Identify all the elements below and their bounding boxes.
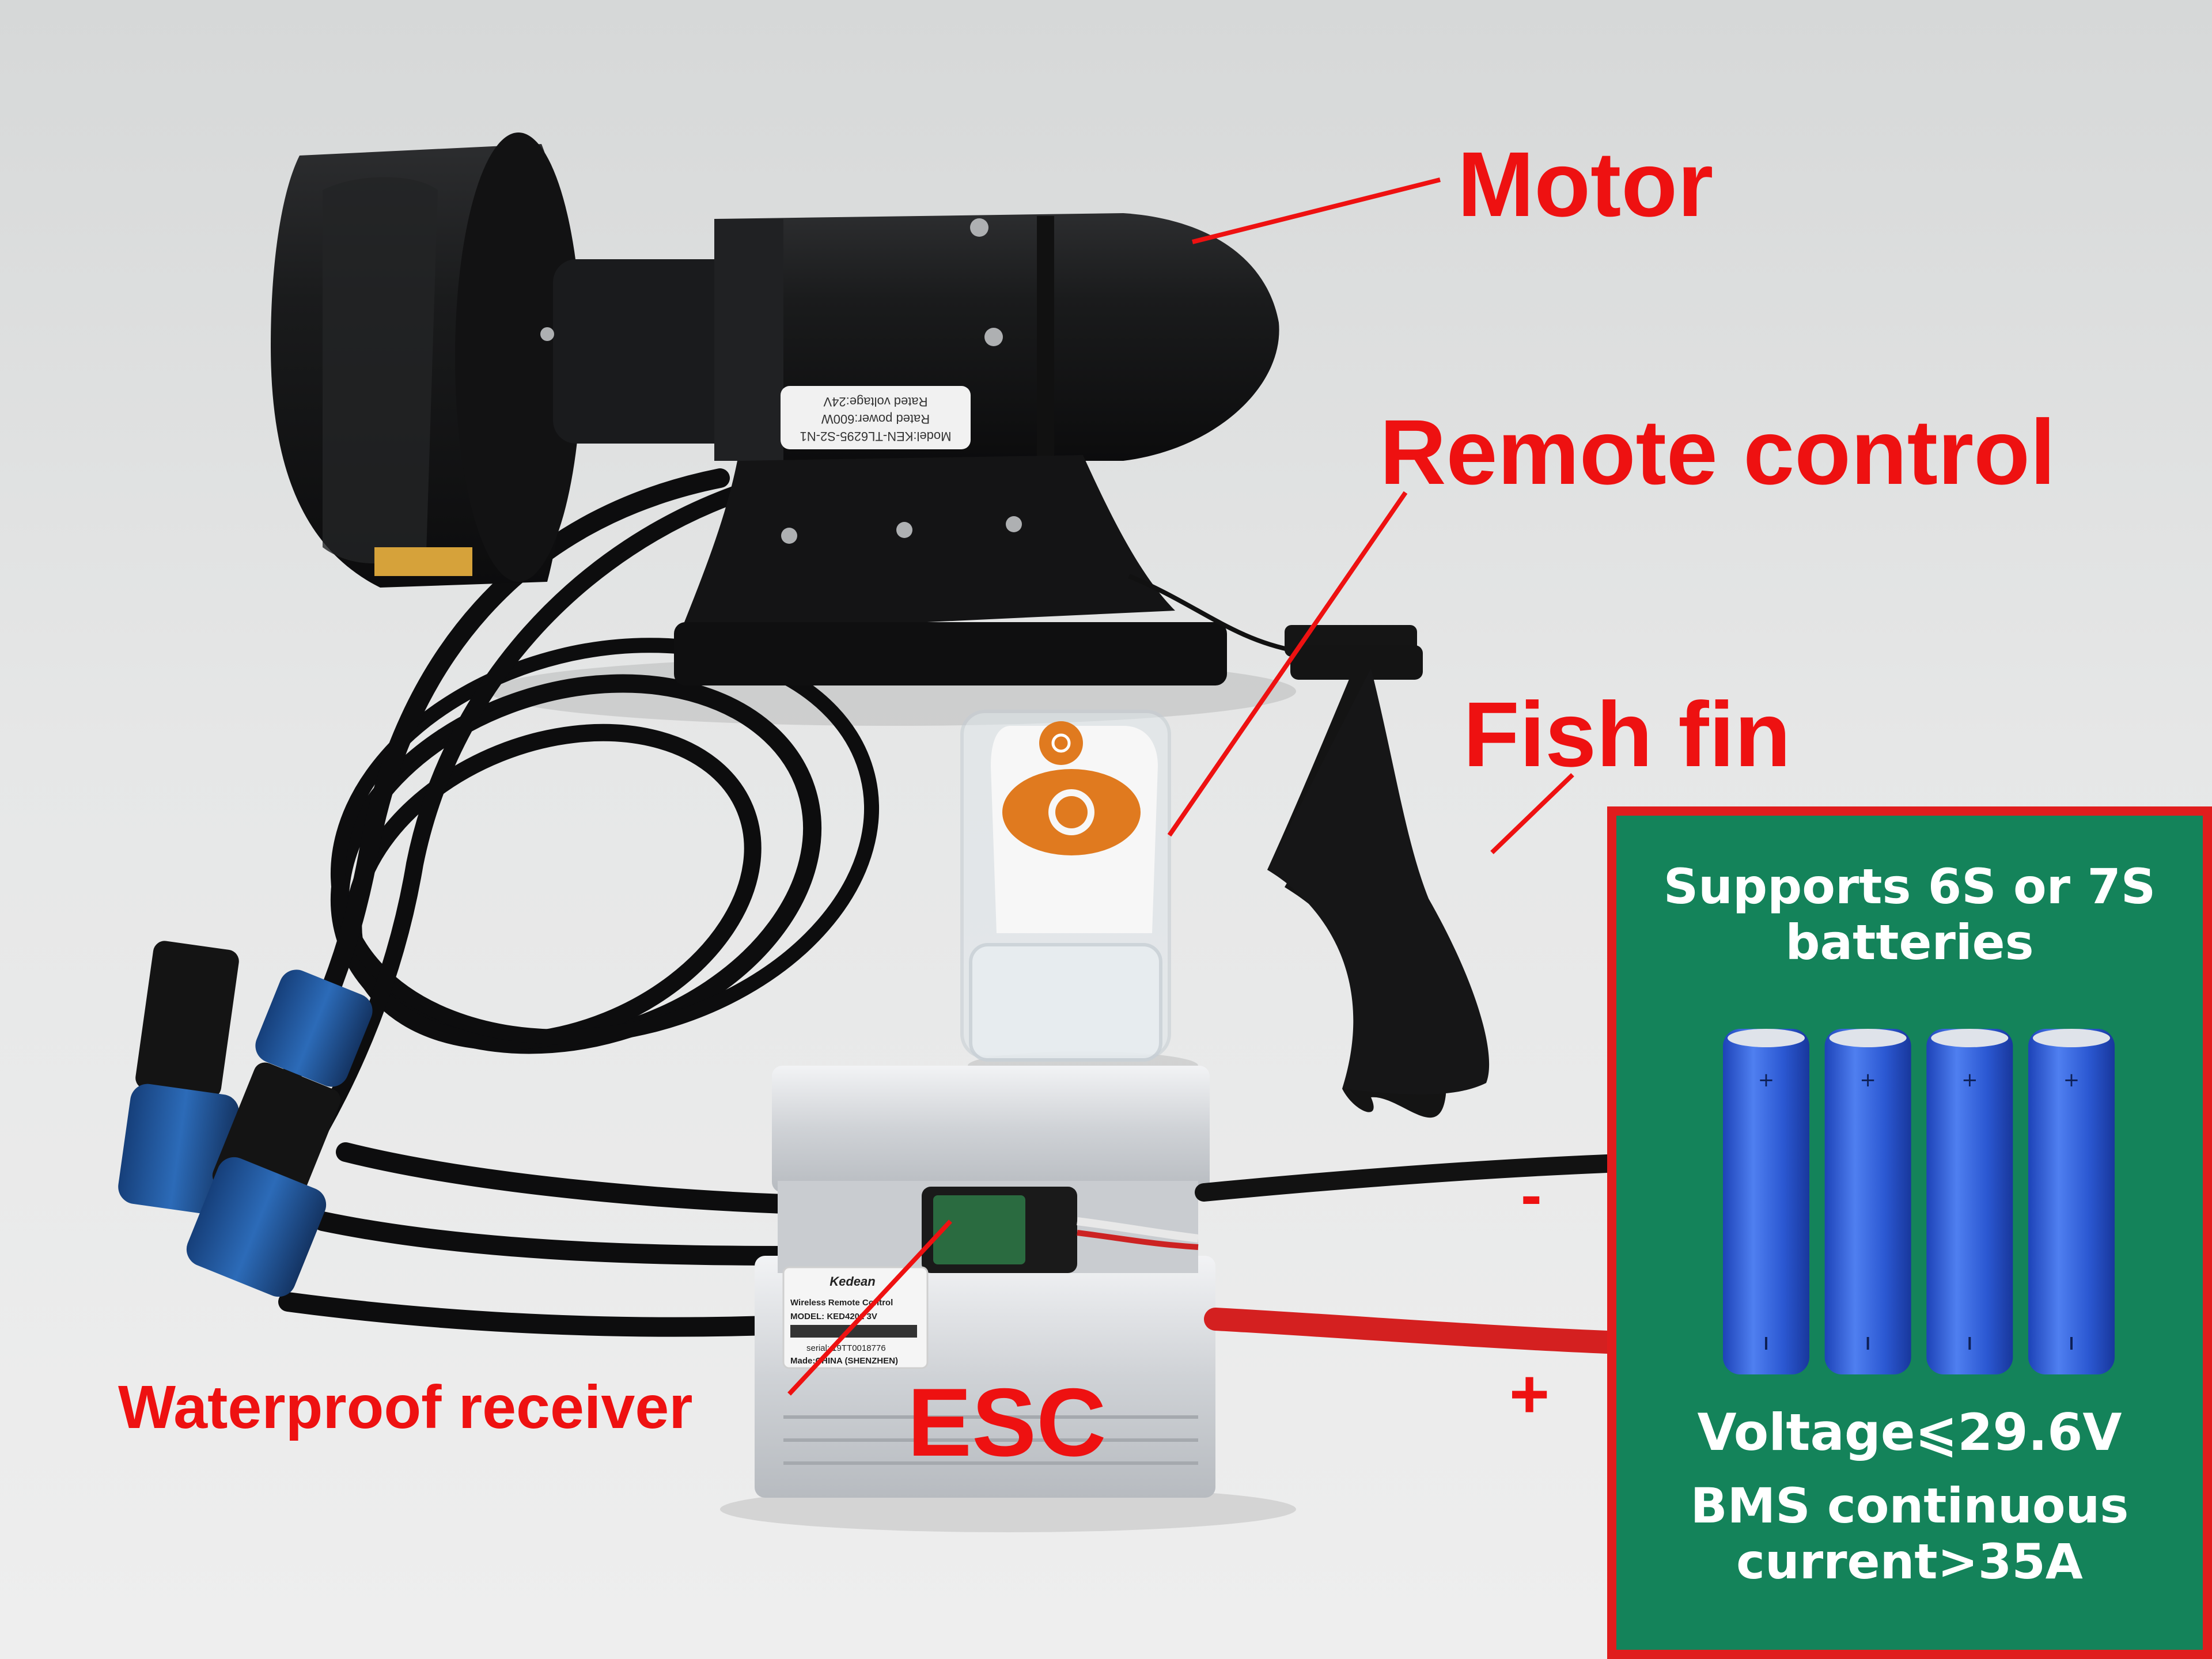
esc-sticker-brand: Kedean <box>830 1274 875 1289</box>
esc-sticker-line2: MODEL: KED4201 3V <box>790 1312 877 1321</box>
battery-leads <box>1195 1154 1619 1354</box>
waterproof-connectors <box>118 941 373 1297</box>
motor-thruster: Model:KEN-TL6295-S2-N1 Rated power:600W … <box>271 132 1417 685</box>
motor-sticker-power: Rated power:600W <box>821 412 930 426</box>
esc-controller: Kedean Wireless Remote Control MODEL: KE… <box>755 1066 1215 1498</box>
remote-control-device <box>960 710 1171 1062</box>
cell-plus-mark: + <box>1859 1069 1876 1092</box>
motor-sticker-model: Model:KEN-TL6295-S2-N1 <box>800 429 952 444</box>
esc-label: ESC <box>907 1368 1107 1476</box>
battery-cell: + <box>1824 1029 1911 1374</box>
remote-control-label: Remote control <box>1380 400 2056 503</box>
motor-sticker-voltage: Rated voltage:24V <box>823 395 927 409</box>
waterproof-receiver-label: Waterproof receiver <box>118 1373 693 1441</box>
battery-cell: + <box>1723 1029 1809 1374</box>
esc-sticker: Kedean Wireless Remote Control MODEL: KE… <box>782 1266 929 1369</box>
battery-cell: + <box>1926 1029 2013 1374</box>
cell-plus-mark: + <box>1961 1069 1978 1092</box>
voltage-spec-text: Voltage⩽29.6V <box>1697 1403 2122 1462</box>
battery-cell: + <box>2028 1029 2115 1374</box>
negative-terminal-label: - <box>1521 1160 1542 1230</box>
leader-lines <box>787 177 1574 1396</box>
fish-fin-label: Fish fin <box>1463 683 1791 786</box>
cell-plus-mark: + <box>1758 1069 1775 1092</box>
motor-rating-sticker: Model:KEN-TL6295-S2-N1 Rated power:600W … <box>781 386 971 449</box>
battery-cells: + + + + <box>1723 1029 2115 1374</box>
esc-sticker-line3: serial: 19TT0018776 <box>806 1343 886 1353</box>
motor-label: Motor <box>1457 132 1714 236</box>
esc-sticker-line4: Made:CHINA (SHENZHEN) <box>790 1356 898 1366</box>
cell-plus-mark: + <box>2063 1069 2080 1092</box>
esc-sticker-line1: Wireless Remote Control <box>790 1298 893 1308</box>
fish-fin <box>1267 645 1490 1118</box>
positive-terminal-label: + <box>1509 1355 1550 1433</box>
